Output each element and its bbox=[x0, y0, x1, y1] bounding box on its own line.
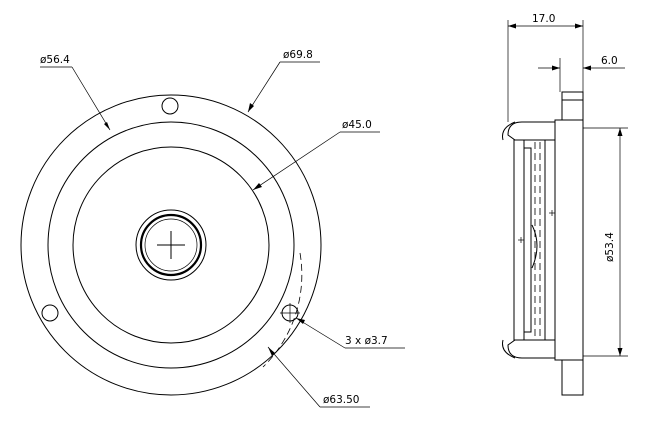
dim63-leader bbox=[267, 346, 321, 408]
dim53-arrow-top bbox=[617, 128, 623, 136]
cap-top bbox=[507, 121, 556, 141]
mounting-hole-left bbox=[41, 304, 59, 322]
hub-inner-circle bbox=[144, 218, 198, 272]
top-flange bbox=[561, 91, 584, 121]
inner-wall bbox=[544, 139, 556, 341]
dim-inner-diameter: ø45.0 bbox=[342, 119, 372, 131]
dim-outer-diameter: ø69.8 bbox=[283, 49, 313, 61]
dim53-arrow-bottom bbox=[617, 348, 623, 356]
dim17-arrow-left bbox=[508, 23, 516, 29]
mounting-hole-top bbox=[161, 97, 179, 115]
dim45-leader bbox=[252, 131, 341, 191]
dim6-arrow-left bbox=[552, 65, 560, 71]
dim-body-diameter: ø53.4 bbox=[604, 232, 616, 262]
hub-circle bbox=[139, 213, 203, 277]
dim69-arrow bbox=[248, 103, 254, 112]
dim56-leader bbox=[71, 66, 111, 131]
cap-bottom bbox=[507, 339, 556, 359]
inner-circle bbox=[72, 146, 270, 344]
dim-mounting-holes: 3 x ø3.7 bbox=[345, 335, 388, 347]
front-view: ø56.4 ø69.8 ø45.0 3 x ø3.7 ø63.50 bbox=[20, 49, 405, 408]
hub-outer-circle bbox=[135, 209, 207, 281]
dim63-arrow bbox=[268, 347, 275, 356]
cap-top-curve bbox=[502, 121, 516, 141]
outer-flange-circle bbox=[20, 94, 322, 396]
dim-flange-diameter: ø56.4 bbox=[40, 54, 70, 66]
dim-flange-thickness: 6.0 bbox=[601, 55, 618, 67]
dim6-arrow-right bbox=[583, 65, 591, 71]
flange-circle bbox=[47, 121, 295, 369]
dim17-arrow-right bbox=[575, 23, 583, 29]
dim-bolt-circle: ø63.50 bbox=[323, 394, 359, 406]
cone-body bbox=[554, 119, 584, 361]
dim56-arrow bbox=[104, 122, 110, 130]
dome-curve bbox=[531, 224, 538, 269]
dim-depth: 17.0 bbox=[532, 13, 555, 25]
cap-bottom-curve bbox=[502, 339, 516, 359]
side-view: 17.0 6.0 ø bbox=[502, 13, 628, 396]
bolt-circle-arc bbox=[262, 252, 303, 368]
dim45-arrow bbox=[253, 183, 262, 190]
holes-arrow bbox=[296, 318, 305, 324]
bottom-flange bbox=[561, 359, 584, 396]
holes-leader bbox=[295, 317, 346, 349]
magnet-layer bbox=[523, 147, 532, 333]
dim69-leader bbox=[247, 61, 281, 113]
